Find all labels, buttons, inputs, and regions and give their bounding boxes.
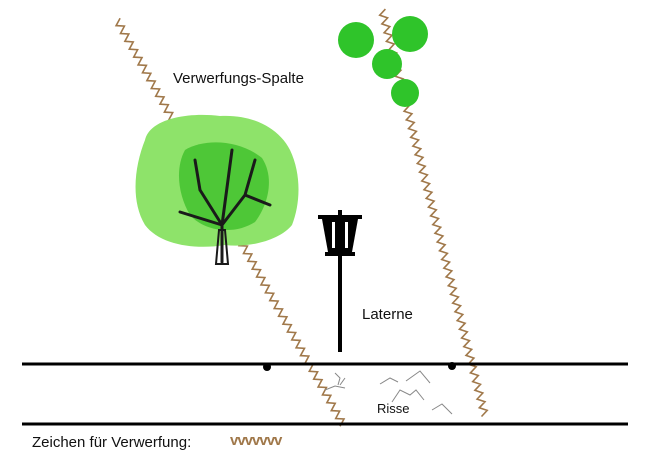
bush-icons — [338, 16, 428, 107]
cracks-label: Risse — [377, 401, 410, 416]
fault-point-right — [448, 362, 456, 370]
legend-fault-symbol: vvvvvvv — [230, 432, 282, 449]
road — [22, 362, 628, 426]
cracks — [324, 370, 453, 415]
fault-gap-label: Verwerfungs-Spalte — [173, 70, 304, 87]
tree-icon — [135, 114, 299, 265]
lantern-label: Laterne — [362, 306, 413, 323]
legend-label: Zeichen für Verwerfung: — [32, 434, 192, 450]
fault-line-right — [378, 8, 489, 418]
fault-point-left — [263, 363, 271, 371]
lantern-icon — [318, 210, 362, 352]
